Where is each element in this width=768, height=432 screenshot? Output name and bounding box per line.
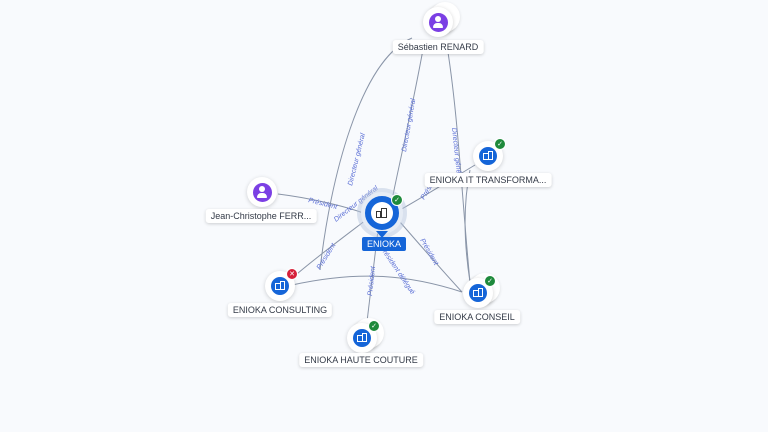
- edge-consulting-conseil: [291, 275, 463, 293]
- building-icon: [271, 277, 289, 295]
- edge-label-pres-couture: Président: [367, 265, 377, 296]
- status-active-icon: ✓: [368, 320, 380, 332]
- edge-jeanchristophe-enioka: [277, 193, 367, 215]
- node-label-haute-couture[interactable]: ENIOKA HAUTE COUTURE: [299, 353, 423, 367]
- node-label-consulting[interactable]: ENIOKA CONSULTING: [227, 303, 333, 317]
- edge-label-dg2: Directeur général: [401, 98, 417, 153]
- node-enioka-conseil[interactable]: ✓: [463, 273, 500, 308]
- edge-sebastien-consulting: [319, 37, 413, 271]
- edge-enioka-conseil: [399, 221, 463, 293]
- node-enioka-consulting[interactable]: ✕: [265, 268, 298, 301]
- node-label-enioka[interactable]: ENIOKA: [361, 237, 407, 251]
- edge-sebastien-enioka: [391, 43, 425, 201]
- status-active-icon: ✓: [391, 194, 403, 206]
- status-active-icon: ✓: [494, 138, 506, 150]
- edge-enioka-ittransforma: [399, 164, 476, 211]
- edge-label-pres-delegue: Président délégué: [378, 245, 415, 296]
- node-label-conseil[interactable]: ENIOKA CONSEIL: [434, 310, 520, 324]
- node-label-sebastien[interactable]: Sébastien RENARD: [392, 40, 484, 54]
- node-label-it-transforma[interactable]: ENIOKA IT TRANSFORMA...: [424, 173, 552, 187]
- status-inactive-icon: ✕: [286, 268, 298, 280]
- building-icon: [479, 147, 497, 165]
- person-icon: [428, 12, 448, 32]
- node-label-jean-christophe[interactable]: Jean-Christophe FERR...: [205, 209, 317, 223]
- edge-label-dg1: Directeur général: [347, 132, 367, 186]
- building-icon: [469, 284, 487, 302]
- node-enioka-it-transforma[interactable]: ✓: [473, 138, 506, 171]
- edge-label-pres-conseil: Président: [418, 238, 439, 268]
- edge-sebastien-conseil: [445, 39, 471, 283]
- building-icon: [376, 208, 388, 218]
- node-jean-christophe[interactable]: [247, 177, 277, 207]
- node-enioka[interactable]: ✓: [361, 192, 403, 234]
- person-icon: [252, 182, 272, 202]
- status-active-icon: ✓: [484, 275, 496, 287]
- building-icon: [353, 329, 371, 347]
- node-sebastien-renard[interactable]: [423, 2, 460, 37]
- node-enioka-haute-couture[interactable]: ✓: [347, 318, 384, 353]
